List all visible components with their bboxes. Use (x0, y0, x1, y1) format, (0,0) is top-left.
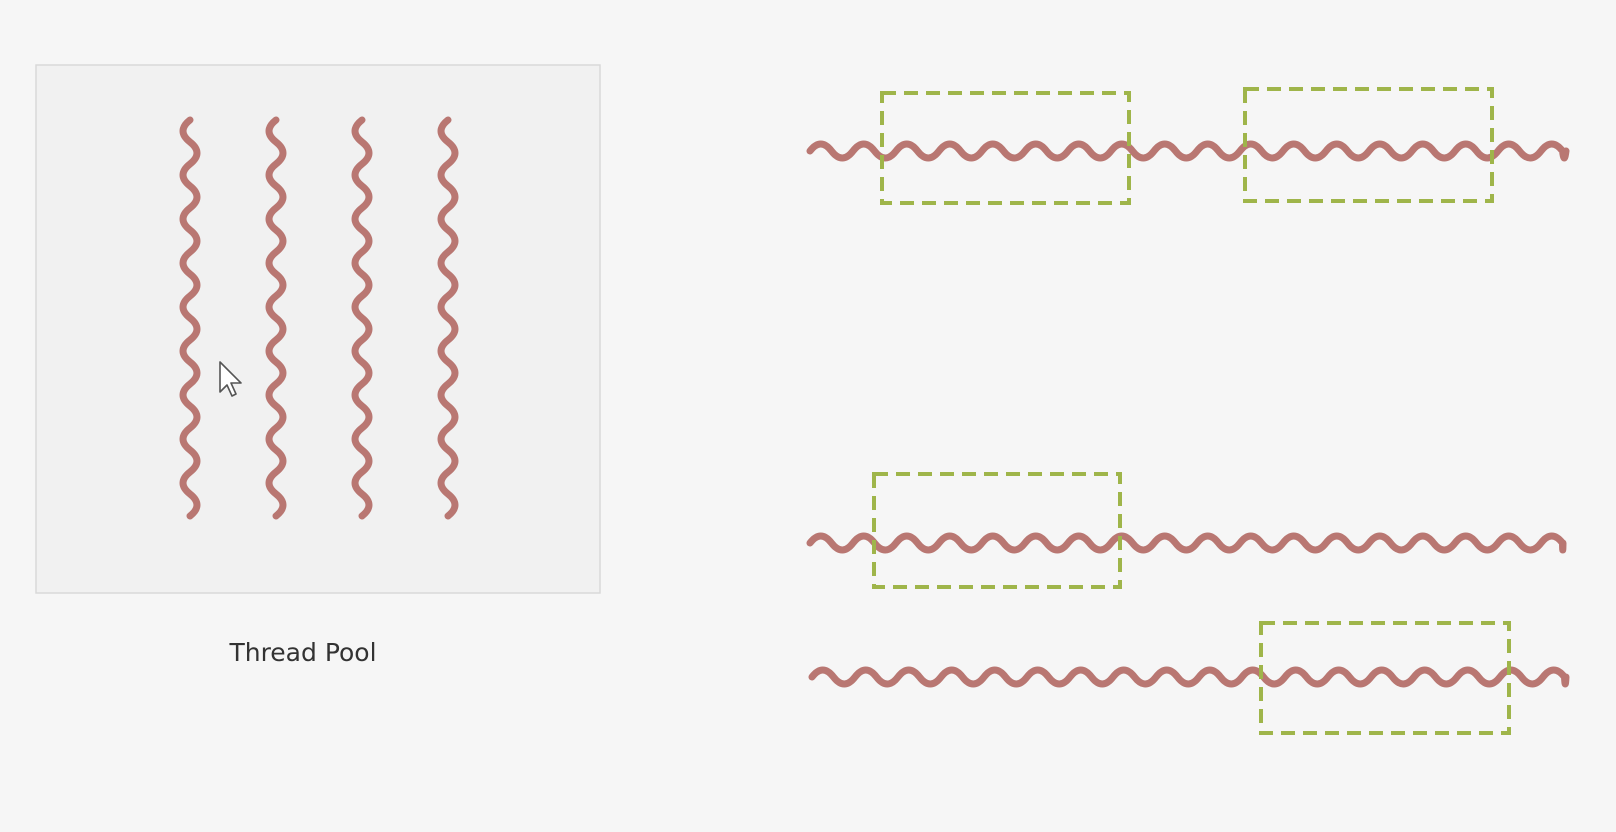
pool-thread-4 (437, 116, 459, 520)
thread-pool-caption: Thread Pool (228, 638, 376, 667)
timeline-thread-2 (806, 532, 1567, 554)
timeline-thread-1 (806, 140, 1570, 162)
timeline-thread-3 (808, 666, 1570, 688)
thread-pool-panel: Thread Pool (35, 64, 601, 667)
task-block-1b (1243, 87, 1494, 203)
pool-thread-1 (179, 116, 201, 520)
thread-timelines (806, 87, 1570, 735)
task-block-3a (1259, 621, 1511, 735)
task-block-2a (872, 472, 1122, 589)
mouse-pointer-icon (219, 361, 242, 397)
pool-thread-3 (351, 116, 373, 520)
task-block-1a (880, 91, 1131, 205)
thread-pool-box (35, 64, 601, 594)
pool-thread-2 (265, 116, 287, 520)
